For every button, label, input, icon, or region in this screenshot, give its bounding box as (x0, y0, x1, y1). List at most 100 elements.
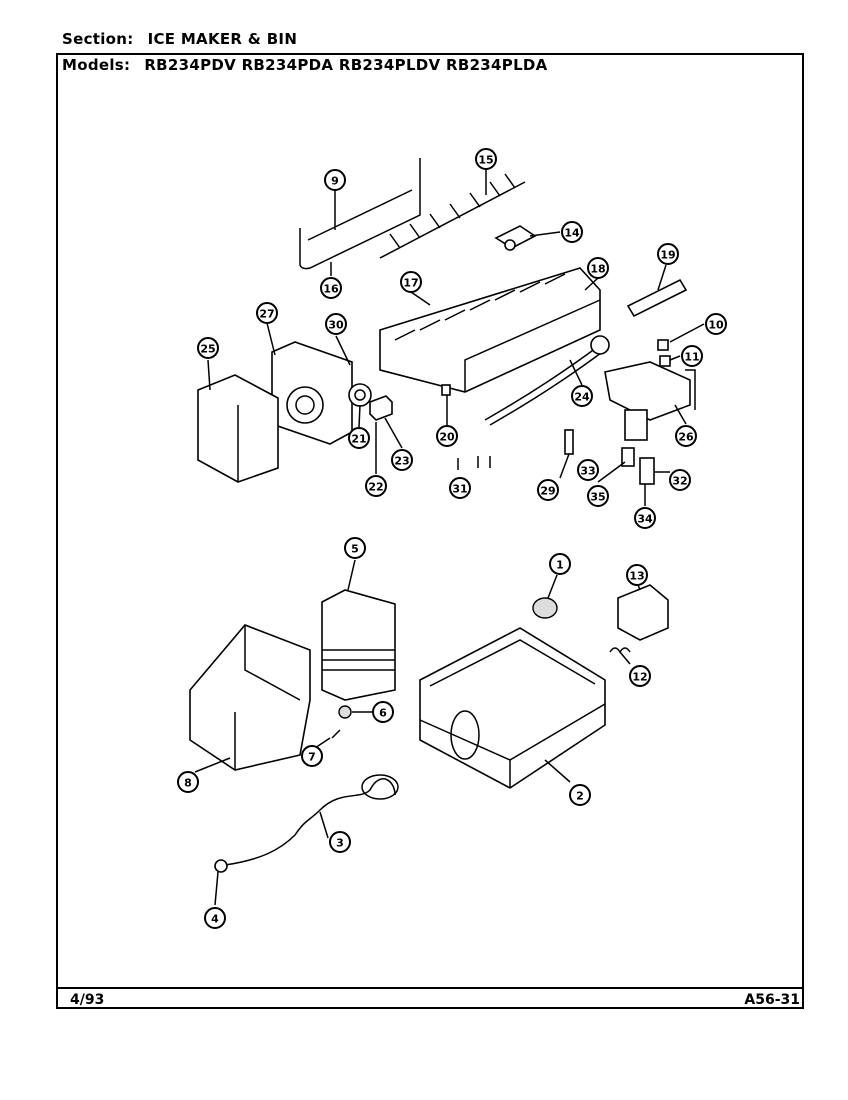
callout-circle (675, 425, 697, 447)
callout-circle (301, 745, 323, 767)
footer-page-code: A56-31 (744, 992, 800, 1008)
callout-circle (256, 302, 278, 324)
callout-number: 14 (564, 227, 580, 240)
callout-13: 13 (626, 564, 648, 586)
callout-number: 2 (576, 790, 584, 803)
part-fittings (621, 339, 671, 485)
callout-circle (657, 243, 679, 265)
callout-circle (449, 477, 471, 499)
callout-circle (634, 507, 656, 529)
callout-11: 11 (681, 345, 703, 367)
callout-5: 5 (344, 537, 366, 559)
callout-circle (348, 427, 370, 449)
callout-18: 18 (587, 257, 609, 279)
callout-number: 8 (184, 777, 192, 790)
callout-29: 29 (537, 479, 559, 501)
part-fill-tube-assembly (214, 774, 399, 873)
callout-circle (569, 784, 591, 806)
callout-circle (475, 148, 497, 170)
callout-24: 24 (571, 385, 593, 407)
callout-15: 15 (475, 148, 497, 170)
callout-31: 31 (449, 477, 471, 499)
callout-circle (344, 537, 366, 559)
callout-4: 4 (204, 907, 226, 929)
callout-number: 6 (379, 707, 387, 720)
callout-number: 15 (478, 154, 493, 167)
callout-number: 27 (259, 308, 274, 321)
callout-circle (365, 475, 387, 497)
callout-2: 2 (569, 784, 591, 806)
callout-circle (549, 553, 571, 575)
callout-16: 16 (320, 277, 342, 299)
callout-circle (320, 277, 342, 299)
callout-circle (204, 907, 226, 929)
callout-circle (197, 337, 219, 359)
callout-3: 3 (329, 831, 351, 853)
callout-20: 20 (436, 425, 458, 447)
part-control-housing (271, 341, 353, 445)
callout-circle (391, 449, 413, 471)
callout-circle (629, 665, 651, 687)
callout-17: 17 (400, 271, 422, 293)
callout-circle (324, 169, 346, 191)
footer-date: 4/93 (70, 992, 105, 1008)
callout-number: 33 (580, 465, 595, 478)
callout-number: 3 (336, 837, 344, 850)
callout-circle (587, 485, 609, 507)
callout-number: 10 (708, 319, 724, 332)
callout-number: 31 (452, 483, 467, 496)
callout-30: 30 (325, 313, 347, 335)
callout-circle (325, 313, 347, 335)
callout-1: 1 (549, 553, 571, 575)
callout-27: 27 (256, 302, 278, 324)
callout-circle (681, 345, 703, 367)
callout-number: 25 (200, 343, 215, 356)
callout-number: 16 (323, 283, 339, 296)
part-fill-tube (626, 278, 688, 318)
part-motor-gear (348, 383, 372, 407)
part-wire-harness (484, 335, 610, 426)
callout-12: 12 (629, 665, 651, 687)
callout-number: 29 (540, 485, 555, 498)
section-label: Section: (62, 30, 134, 48)
models-value: RB234PDV RB234PDA RB234PLDV RB234PLDA (144, 56, 548, 74)
models-header: Models:RB234PDV RB234PDA RB234PLDV RB234… (62, 56, 548, 74)
callout-number: 35 (590, 491, 605, 504)
part-chute (189, 624, 311, 771)
callout-26: 26 (675, 425, 697, 447)
callout-number: 5 (351, 543, 359, 556)
callout-circle (587, 257, 609, 279)
callout-33: 33 (577, 459, 599, 481)
callout-6: 6 (372, 701, 394, 723)
callout-number: 17 (403, 277, 418, 290)
part-bushing (532, 597, 558, 619)
part-motor (609, 584, 669, 654)
callout-number: 34 (637, 513, 653, 526)
callout-circle (626, 564, 648, 586)
callout-22: 22 (365, 475, 387, 497)
callout-10: 10 (705, 313, 727, 335)
diagram-frame (56, 53, 804, 1009)
part-small-hardware (441, 384, 574, 470)
callout-circle (329, 831, 351, 853)
callout-number: 1 (556, 559, 564, 572)
callout-number: 32 (672, 475, 687, 488)
callout-number: 24 (574, 391, 590, 404)
callout-number: 22 (368, 481, 383, 494)
callout-circle (705, 313, 727, 335)
callout-circle (571, 385, 593, 407)
callout-number: 11 (684, 351, 699, 364)
callout-35: 35 (587, 485, 609, 507)
part-water-valve (604, 361, 696, 441)
callout-number: 21 (351, 433, 366, 446)
section-header: Section:ICE MAKER & BIN (62, 30, 297, 48)
callout-number: 9 (331, 175, 339, 188)
callout-8: 8 (177, 771, 199, 793)
callout-14: 14 (561, 221, 583, 243)
callout-circle (669, 469, 691, 491)
callout-number: 4 (211, 913, 219, 926)
part-switch (369, 395, 393, 421)
callout-number: 18 (590, 263, 605, 276)
callout-number: 19 (660, 249, 675, 262)
callout-number: 20 (439, 431, 455, 444)
